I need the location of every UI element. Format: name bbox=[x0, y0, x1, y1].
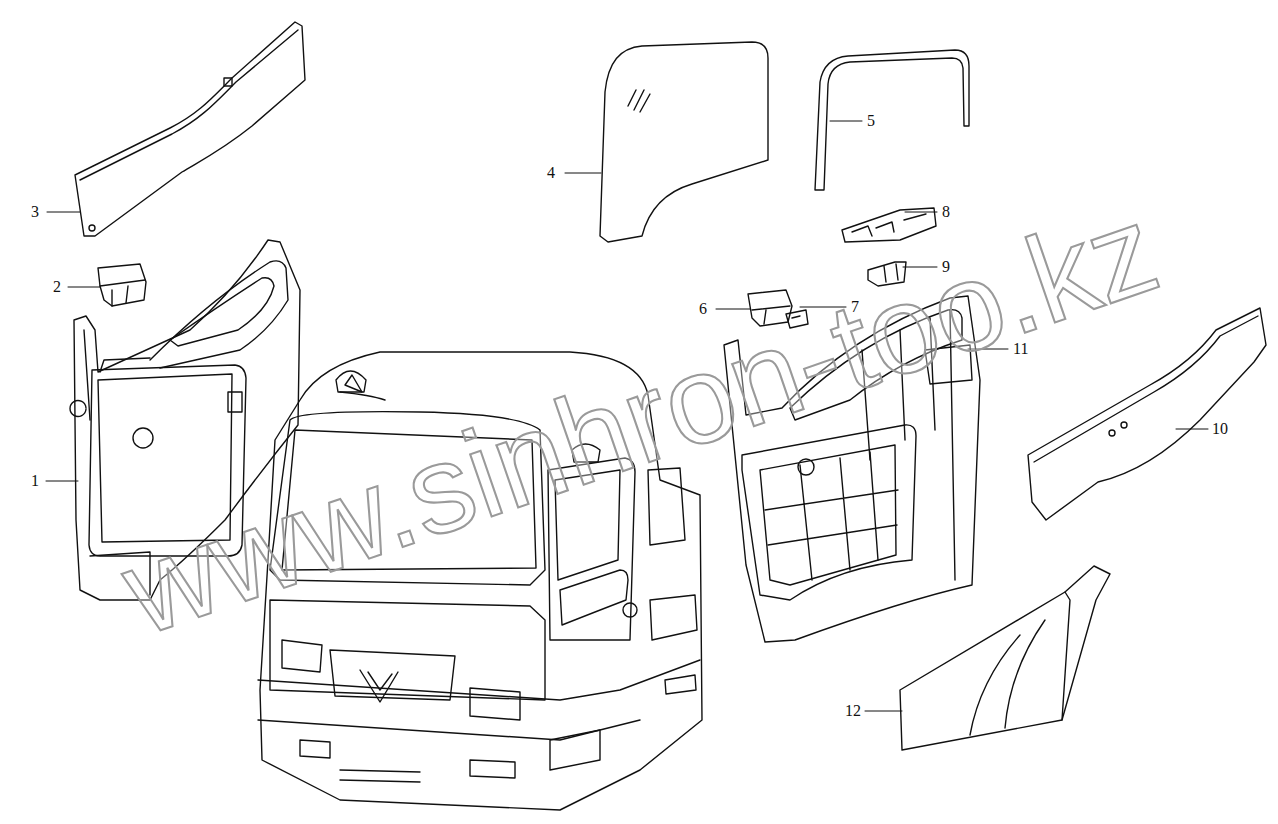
door-glass bbox=[600, 42, 768, 242]
callout-number: 1 bbox=[30, 473, 40, 489]
step-panel bbox=[900, 566, 1110, 750]
watermark: www.sinhron-too.kz bbox=[109, 185, 1171, 655]
callout-number: 12 bbox=[844, 703, 862, 719]
callout-number: 4 bbox=[546, 165, 556, 181]
callout-number: 10 bbox=[1211, 421, 1229, 437]
switch-panel bbox=[842, 208, 936, 242]
leader-lines bbox=[46, 121, 1208, 711]
callout-number: 3 bbox=[30, 204, 40, 220]
window-trim-left bbox=[75, 22, 305, 236]
callout-number: 2 bbox=[52, 279, 62, 295]
handle-cup-left bbox=[98, 264, 146, 306]
callout-number: 6 bbox=[698, 301, 708, 317]
callout-number: 5 bbox=[866, 113, 876, 129]
callout-number: 8 bbox=[941, 204, 951, 220]
glass-run-seal bbox=[815, 50, 969, 190]
